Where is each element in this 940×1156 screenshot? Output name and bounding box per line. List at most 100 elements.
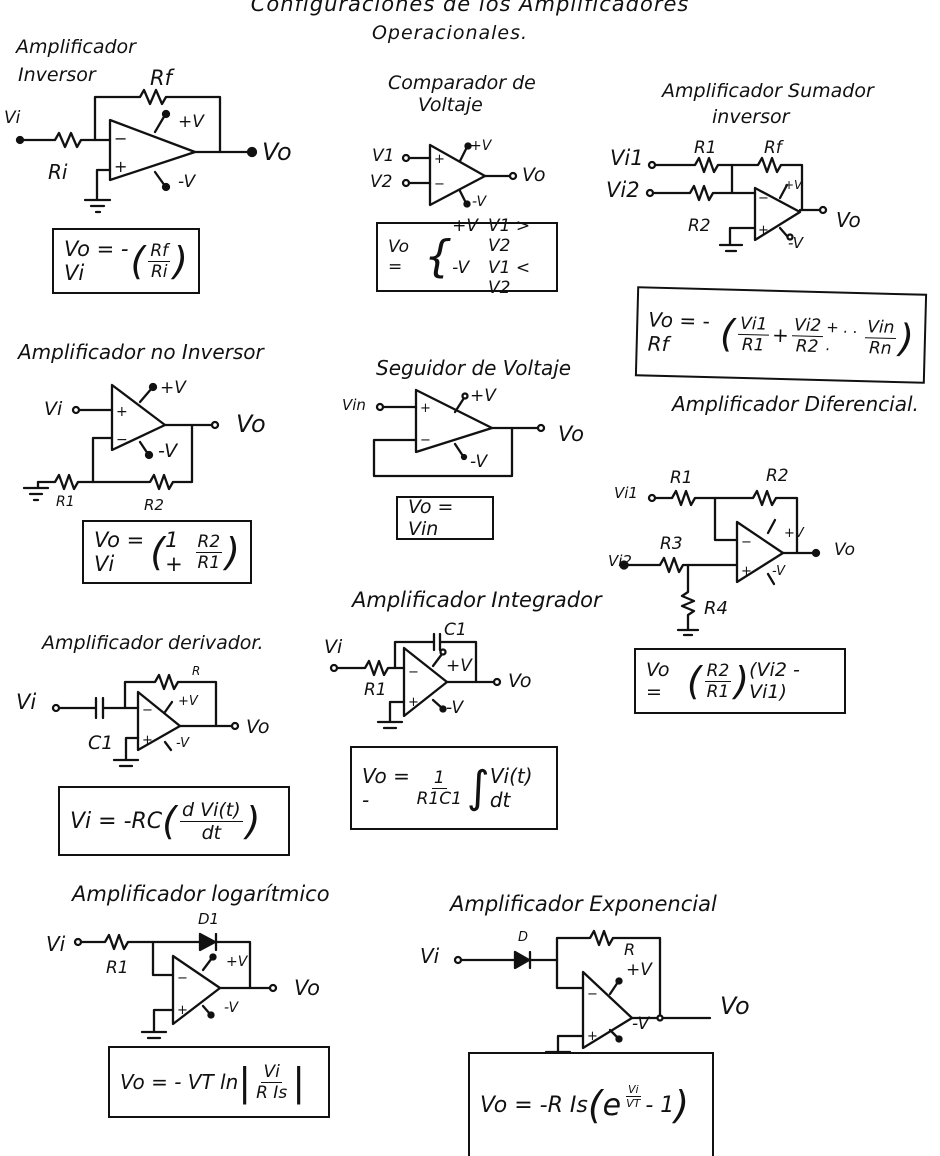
formula-tail: - 1 [645, 1092, 675, 1118]
output-terminal-icon [492, 677, 502, 687]
no-inversor-label-r1: R1 [56, 494, 75, 510]
derivador-label-vpos: +V [178, 694, 198, 709]
diferencial-label-vi2: Vi2 [608, 552, 632, 570]
integrador-schematic: −+ [329, 632, 502, 730]
integral-sign: ∫ [466, 762, 490, 813]
termn-num: Vin [864, 316, 897, 339]
integrador-label-vpos: +V [446, 656, 472, 676]
svg-text:−: − [114, 129, 127, 148]
output-junction-icon [656, 1014, 664, 1022]
output-terminal-icon [268, 983, 278, 993]
resistor-r1-icon [653, 156, 734, 174]
formula-den: R1C1 [416, 788, 462, 809]
inversor-label-rf: Rf [150, 66, 172, 90]
exponencial-title: Amplificador Exponencial [450, 892, 717, 916]
ground-icon [544, 1034, 585, 1054]
no-inversor-schematic: +− [22, 382, 220, 502]
resistor-r2-icon [651, 184, 734, 202]
output-terminal-icon [210, 420, 220, 430]
no-inversor-label-vneg: -V [158, 440, 178, 462]
opamp-icon [402, 646, 449, 718]
formula-lhs: Vo = -R Is [480, 1092, 588, 1118]
opamp-icon [735, 520, 785, 584]
diode-d1-icon [198, 932, 217, 952]
case1-condition: V1 > V2 [487, 216, 531, 256]
resistor-rf-icon [730, 156, 804, 212]
output-terminal-icon [508, 171, 518, 181]
comparador-label-vneg: -V [472, 194, 487, 210]
svg-text:+: + [114, 157, 127, 176]
formula-lhs: Vo = - VT ln [120, 1070, 239, 1094]
no-inversor-label-r2: R2 [144, 496, 164, 514]
sumador-label-vneg: -V [788, 234, 804, 252]
resistor-r-icon [555, 929, 662, 1020]
integrador-label-c1: C1 [444, 620, 467, 640]
integrador-label-vo: Vo [508, 670, 532, 692]
svg-text:−: − [116, 432, 128, 448]
diode-d-icon [513, 950, 531, 970]
exponencial-label-vpos: +V [626, 960, 652, 980]
diferencial-label-r2: R2 [766, 466, 789, 486]
output-terminal-icon [818, 205, 828, 215]
resistor-r3-icon [626, 556, 739, 574]
formula-den: R1 [706, 681, 730, 702]
sumador-label-r1: R1 [694, 138, 717, 158]
svg-text:+: + [434, 152, 445, 167]
derivador-label-vneg: -V [176, 736, 190, 751]
opamp-icon [414, 388, 494, 454]
formula-den: R Is [256, 1082, 288, 1103]
logaritmico-label-vpos: +V [226, 954, 248, 970]
opamp-icon [171, 954, 222, 1026]
inversor-label-vneg: -V [178, 172, 196, 192]
formula-den: Ri [151, 261, 168, 282]
svg-text:+: + [741, 564, 752, 579]
resistor-r4-icon [676, 563, 700, 637]
term1-num: Vi1 [737, 313, 770, 336]
no-inversor-title: Amplificador no Inversor [18, 340, 264, 364]
diferencial-label-r3: R3 [660, 534, 683, 554]
formula-rhs: Vi(t) dt [489, 764, 533, 812]
integrador-label-r1: R1 [364, 680, 387, 700]
svg-text:+: + [142, 733, 153, 748]
opamp-icon [581, 970, 634, 1050]
svg-text:−: − [142, 703, 153, 718]
svg-text:−: − [434, 177, 445, 192]
formula-base: e [602, 1087, 622, 1123]
integrador-label-vneg: -V [446, 698, 464, 718]
term2-den: R2 [795, 335, 819, 357]
formula-lhs: Vo = [646, 659, 670, 703]
svg-text:−: − [758, 191, 769, 206]
exponencial-schematic: −+ [453, 929, 712, 1054]
page-title-line2: Operacionales. [371, 22, 529, 44]
svg-text:−: − [420, 433, 431, 448]
diferencial-label-r1: R1 [670, 468, 693, 488]
comparador-title-line2: Voltaje [418, 94, 483, 116]
exponent-den: VT [626, 1096, 641, 1110]
formula-num: R2 [195, 531, 223, 553]
no-inversor-label-vpos: +V [160, 378, 186, 398]
comparador-formula: Vo = { +V V1 > V2 -V V1 < V2 [376, 216, 558, 298]
svg-text:+: + [420, 401, 431, 416]
output-terminal-icon [246, 146, 258, 158]
derivador-label-vo: Vo [246, 716, 270, 738]
derivador-title: Amplificador derivador. [42, 632, 264, 654]
formula-num: d Vi(t) [180, 798, 243, 822]
output-terminal-icon [536, 423, 546, 433]
capacitor-c1-icon [57, 696, 140, 720]
resistor-r2-icon [713, 489, 799, 555]
case1-value: +V [452, 216, 478, 236]
inversor-title-line2: Inversor [18, 64, 96, 86]
opamp-icon [110, 383, 167, 452]
capacitor-c1-icon [393, 632, 478, 684]
sumador-title-line2: inversor [712, 106, 790, 128]
exponencial-label-d: D [518, 930, 529, 945]
logaritmico-label-d1: D1 [198, 910, 220, 928]
logaritmico-label-vneg: -V [224, 1000, 239, 1016]
derivador-label-vi: Vi [16, 690, 37, 714]
ground-icon [22, 480, 50, 502]
ground-icon [112, 736, 140, 768]
sumador-label-vi2: Vi2 [606, 178, 640, 202]
no-inversor-label-vo: Vo [236, 410, 266, 438]
logaritmico-title: Amplificador logarítmico [72, 882, 330, 906]
svg-text:+: + [177, 1003, 188, 1018]
